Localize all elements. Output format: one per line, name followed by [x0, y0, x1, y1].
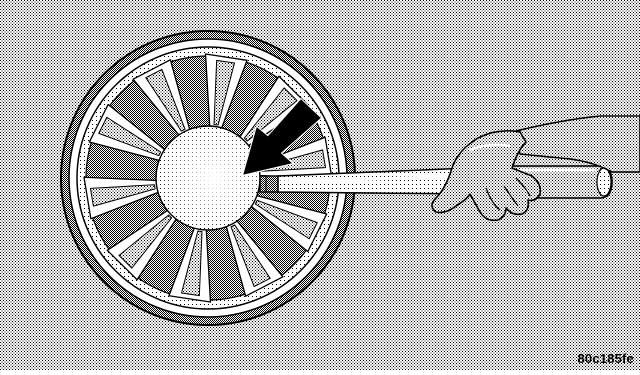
figure-code: 80c185fe: [577, 351, 634, 366]
